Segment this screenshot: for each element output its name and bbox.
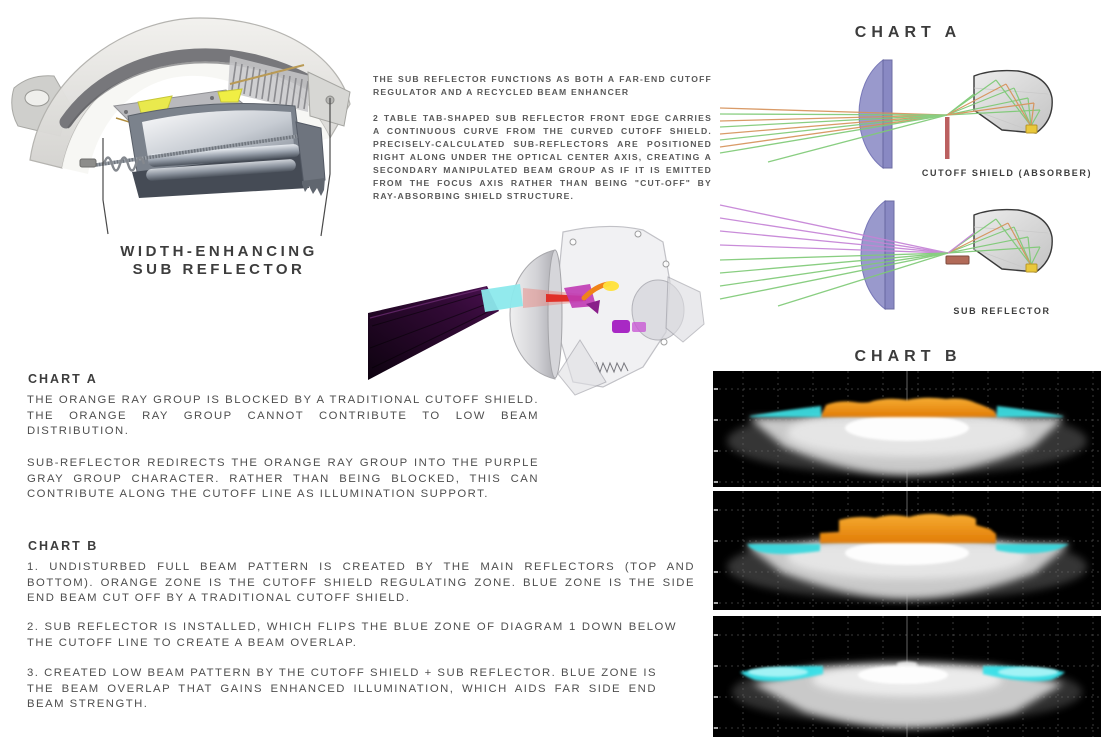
sub-reflector-diagram-label: SUB REFLECTOR [953,306,1051,316]
notes-b-item-3: 3. CREATED LOW BEAM PATTERN BY THE CUTOF… [27,667,657,710]
adjuster-pin [79,158,97,168]
purple-cylinder [612,320,630,333]
gold-accent-line [229,64,305,85]
screw-dot [124,110,128,114]
bracket-hole [24,89,50,107]
magenta-element [564,284,596,308]
gear-teeth [595,361,629,374]
lens-rim [547,249,563,379]
notes-a-paragraph-2: SUB-REFLECTOR REDIRECTS THE ORANGE RAY G… [27,457,539,500]
axis-ticks [714,509,718,604]
unit-end-plate [295,121,326,187]
incoming-beam-cone [368,286,499,380]
cyan-core-left [748,667,808,677]
screw-dot [210,96,214,100]
axle-rod [95,131,321,167]
callout-line2: SUB REFLECTOR [132,261,306,278]
cyan-zone-right [996,544,1069,554]
reflected-rays [946,79,1041,127]
beam-pattern-panel-3 [713,616,1101,737]
spring-coil [102,156,146,172]
intro-text-block: THE SUB REFLECTOR FUNCTIONS AS BOTH A FA… [373,73,712,216]
cyan-zone-right [997,406,1063,417]
beam-pattern-panel-1 [713,371,1101,487]
ray-diagram-cutoff-shield [719,58,1053,170]
roller-cylinder-top [148,144,300,167]
sub-reflector-callout-label: WIDTH-ENHANCING SUB REFLECTOR [108,243,330,279]
projector-housing [557,225,705,396]
roller-cylinder-bottom [146,159,296,181]
ray-diagram-sub-reflector [719,199,1053,311]
orange-zone [821,397,997,417]
beam-hotspot [858,666,948,684]
intro-paragraph-2: 2 TABLE TAB-SHAPED SUB REFLECTOR FRONT E… [373,113,712,201]
light-source [1025,124,1038,134]
callout-line-left [102,138,109,235]
notes-b-item-2: 2. SUB REFLECTOR IS INSTALLED, WHICH FLI… [27,621,677,649]
magenta-cap [632,322,646,332]
callout-line-right [320,98,331,237]
cutoff-shield-label: CUTOFF SHIELD (ABSORBER) [921,168,1093,178]
cyan-zone-left [747,544,820,554]
notes-b-heading: CHART B [28,539,99,553]
reflected-rays [947,218,1041,266]
notes-a-heading: CHART A [28,372,98,386]
lower-arm [557,339,607,396]
axis-ticks [714,388,718,483]
lens-dome [509,249,556,380]
projector-beam-render [368,225,705,396]
light-source [1025,263,1038,273]
intro-paragraph-1: THE SUB REFLECTOR FUNCTIONS AS BOTH A FA… [373,74,712,97]
dark-magenta-wedge [586,300,600,314]
rib-lines [231,61,309,110]
beam-highlight [369,287,487,319]
cyan-beam-segment [481,284,523,312]
orange-zone [820,513,996,543]
yellow-tab-right [217,88,243,103]
cutoff-shield-bar [945,117,950,159]
beam-streaks [369,291,497,369]
sub-reflector-tab [945,255,970,265]
incoming-rays [719,204,949,307]
cyan-core-right [998,667,1058,677]
notes-b-item-1: 1. UNDISTURBED FULL BEAM PATTERN IS CREA… [27,561,695,604]
headlight-cutaway-render [11,17,351,237]
ribbed-section [228,56,310,112]
beam-hotspot [845,541,969,565]
cyan-zone-left [750,406,821,417]
notes-a-paragraph-1: THE ORANGE RAY GROUP IS BLOCKED BY A TRA… [27,394,539,437]
chart-b-title: CHART B [854,348,962,365]
axis-ticks [714,634,718,729]
projector-lens-flat [882,59,893,169]
chart-a-title: CHART A [854,24,962,41]
incoming-rays [719,107,948,163]
beam-hotspot [845,415,969,441]
callout-line1: WIDTH-ENHANCING [120,243,318,260]
beam-pattern-panel-2 [713,491,1101,610]
yellow-hotspot [603,281,619,291]
toothed-edge [302,178,325,196]
